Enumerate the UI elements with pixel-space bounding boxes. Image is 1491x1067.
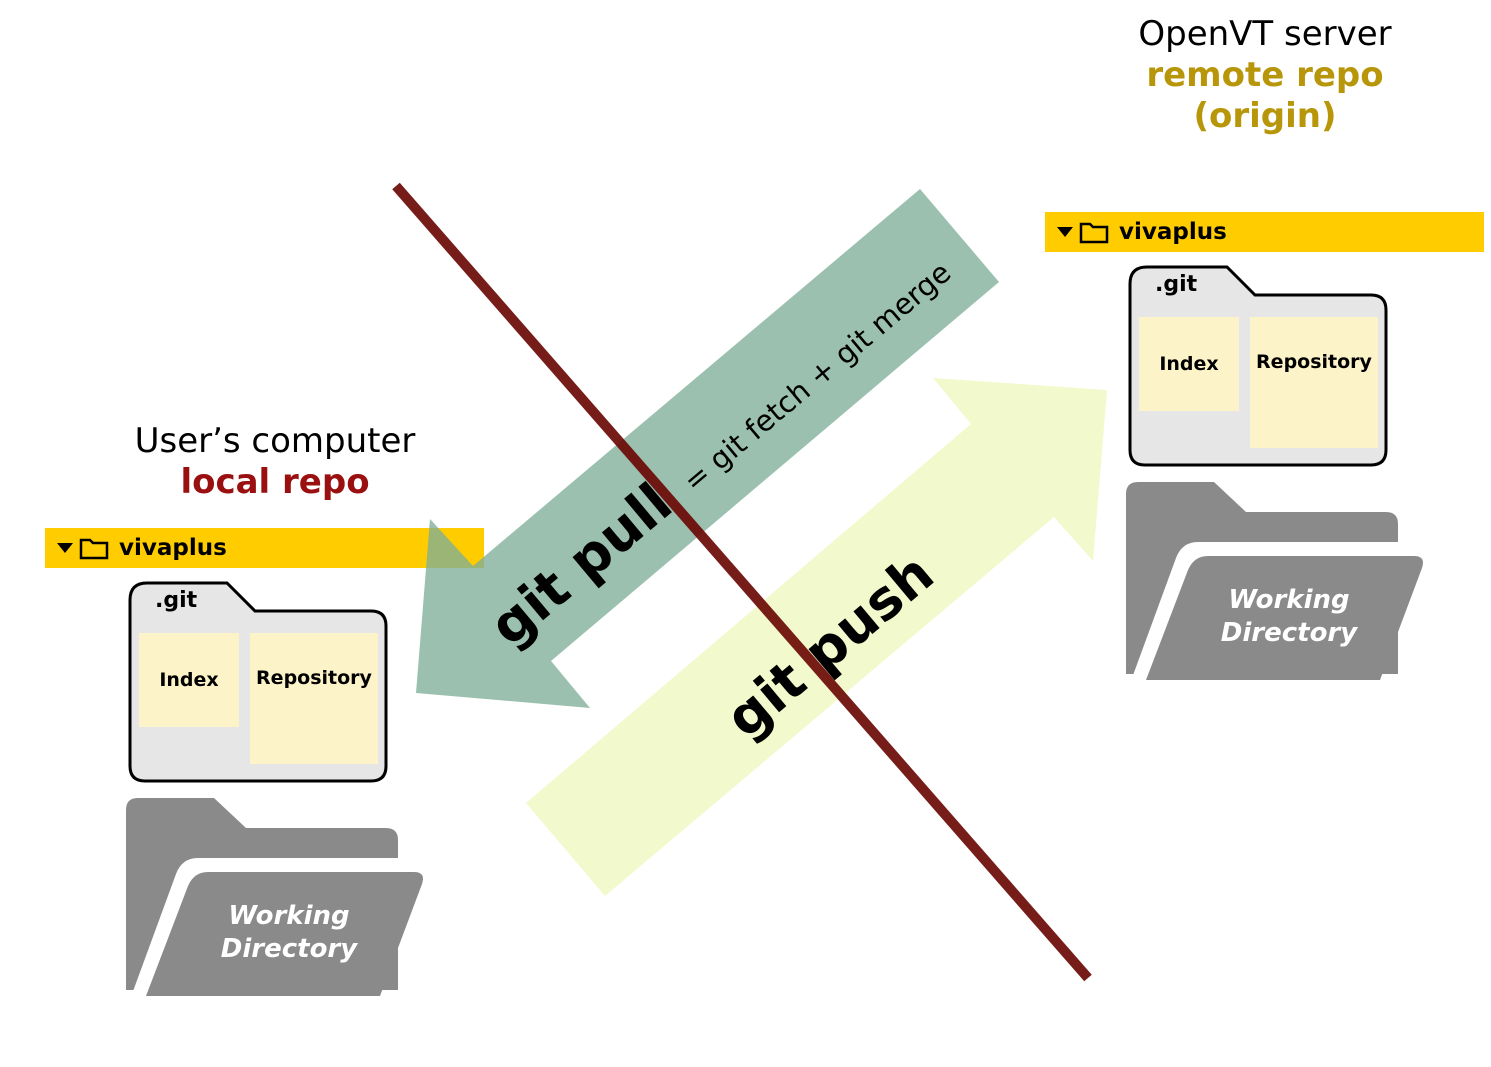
remote-index-note: Index xyxy=(1139,317,1239,411)
remote-index-label: Index xyxy=(1159,353,1219,375)
local-index-label: Index xyxy=(159,669,219,691)
local-index-note: Index xyxy=(139,633,239,727)
local-folder-bar[interactable]: vivaplus xyxy=(45,528,484,568)
open-folder-icon xyxy=(126,798,423,996)
pull-arrow xyxy=(416,189,999,708)
local-wd-line2: Directory xyxy=(220,933,358,964)
expand-triangle-icon[interactable] xyxy=(1057,227,1073,237)
open-folder-icon xyxy=(1126,482,1423,680)
remote-heading: OpenVT server remote repo (origin) xyxy=(1060,14,1470,136)
local-git-box: .git Index Repository xyxy=(127,580,389,784)
local-repository-note: Repository xyxy=(250,633,378,764)
remote-git-label: .git xyxy=(1155,272,1198,297)
remote-wd-line1: Working xyxy=(1228,585,1350,615)
local-working-directory-label: Working Directory xyxy=(204,900,374,965)
local-git-label: .git xyxy=(155,588,198,613)
remote-repository-note: Repository xyxy=(1250,317,1378,448)
local-heading: User’s computer local repo xyxy=(95,421,455,503)
remote-working-directory-label: Working Directory xyxy=(1204,584,1374,649)
local-folder-name: vivaplus xyxy=(119,535,227,561)
folder-icon xyxy=(79,538,109,560)
remote-subtitle-1: remote repo xyxy=(1146,54,1384,95)
remote-git-box: .git Index Repository xyxy=(1127,264,1389,468)
remote-subtitle-2: (origin) xyxy=(1193,95,1337,136)
local-working-directory: Working Directory xyxy=(124,796,424,1001)
push-arrow xyxy=(526,378,1107,896)
remote-folder-bar[interactable]: vivaplus xyxy=(1045,212,1484,252)
remote-wd-line2: Directory xyxy=(1220,617,1358,648)
local-title: User’s computer xyxy=(134,421,416,461)
local-wd-line1: Working xyxy=(228,901,350,931)
local-repository-label: Repository xyxy=(256,667,372,689)
expand-triangle-icon[interactable] xyxy=(57,543,73,553)
local-subtitle: local repo xyxy=(180,461,370,502)
folder-icon xyxy=(1079,222,1109,244)
remote-working-directory: Working Directory xyxy=(1124,480,1424,685)
remote-folder-name: vivaplus xyxy=(1119,219,1227,245)
remote-title: OpenVT server xyxy=(1138,14,1392,54)
remote-repository-label: Repository xyxy=(1256,351,1372,373)
divider-line xyxy=(392,182,1092,982)
